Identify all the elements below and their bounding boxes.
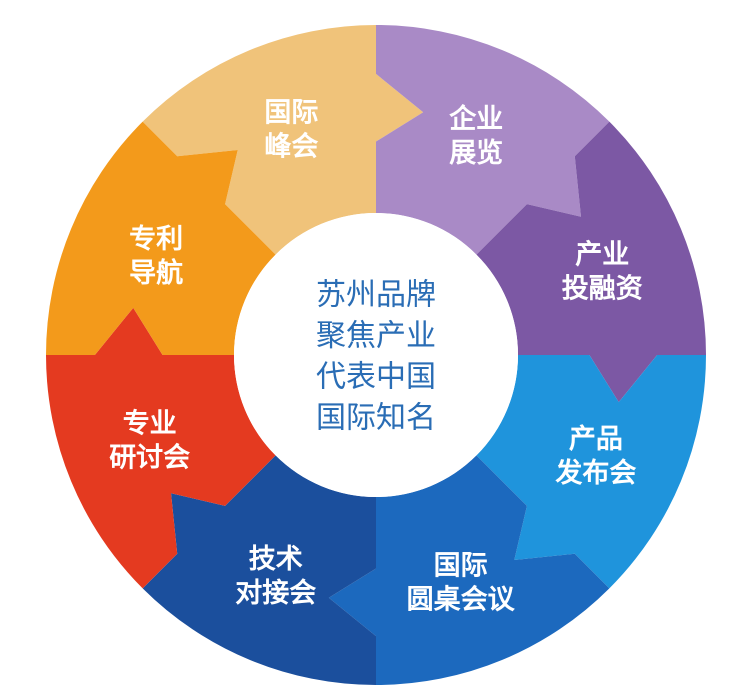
segment-label-patent: 专利导航 bbox=[129, 224, 183, 289]
segment-label-exhibition: 企业展览 bbox=[449, 103, 503, 169]
segment-label-summit: 国际峰会 bbox=[264, 98, 318, 163]
segment-label-roundtable: 国际圆桌会议 bbox=[407, 550, 516, 615]
center-disc bbox=[234, 213, 518, 497]
segment-label-investment: 产业投融资 bbox=[562, 239, 643, 304]
segment-label-line: 导航 bbox=[129, 257, 183, 289]
segment-label-line: 圆桌会议 bbox=[407, 584, 516, 615]
center-text: 苏州品牌聚焦产业代表中国国际知名 bbox=[316, 278, 436, 436]
segment-launch bbox=[476, 355, 706, 589]
segment-label-line: 产业 bbox=[575, 239, 629, 270]
segment-label-line: 研讨会 bbox=[109, 443, 190, 474]
segment-label-line: 企业 bbox=[449, 103, 503, 135]
segment-label-line: 峰会 bbox=[264, 132, 318, 163]
segment-matchmaking bbox=[142, 455, 376, 685]
segment-label-launch: 产品发布会 bbox=[554, 424, 636, 489]
center-label-line: 苏州品牌 bbox=[316, 278, 436, 313]
segment-label-seminar: 专业研讨会 bbox=[109, 409, 190, 474]
center-label-line: 国际知名 bbox=[316, 401, 436, 436]
segment-label-line: 展览 bbox=[449, 137, 503, 169]
segment-label-line: 国际 bbox=[264, 98, 318, 129]
segment-roundtable bbox=[328, 455, 610, 685]
segment-label-line: 专业 bbox=[123, 409, 177, 440]
center-label: 苏州品牌聚焦产业代表中国国际知名 bbox=[316, 278, 436, 436]
segment-label-line: 国际 bbox=[434, 550, 488, 581]
segment-summit bbox=[142, 25, 424, 255]
segment-label-line: 技术 bbox=[249, 544, 303, 575]
segment-seminar bbox=[46, 307, 276, 589]
segment-exhibition bbox=[376, 25, 610, 255]
segment-label-line: 对接会 bbox=[235, 578, 316, 609]
segment-investment bbox=[476, 121, 706, 403]
segment-label-line: 投融资 bbox=[562, 273, 643, 304]
segments-layer bbox=[46, 25, 706, 685]
center-label-line: 代表中国 bbox=[316, 360, 436, 395]
segment-patent bbox=[46, 121, 276, 356]
segment-label-line: 发布会 bbox=[554, 457, 636, 489]
segment-label-line: 产品 bbox=[569, 424, 623, 455]
center-label-line: 聚焦产业 bbox=[316, 319, 436, 354]
segment-label-line: 专利 bbox=[129, 224, 183, 255]
segment-label-matchmaking: 技术对接会 bbox=[235, 544, 316, 609]
